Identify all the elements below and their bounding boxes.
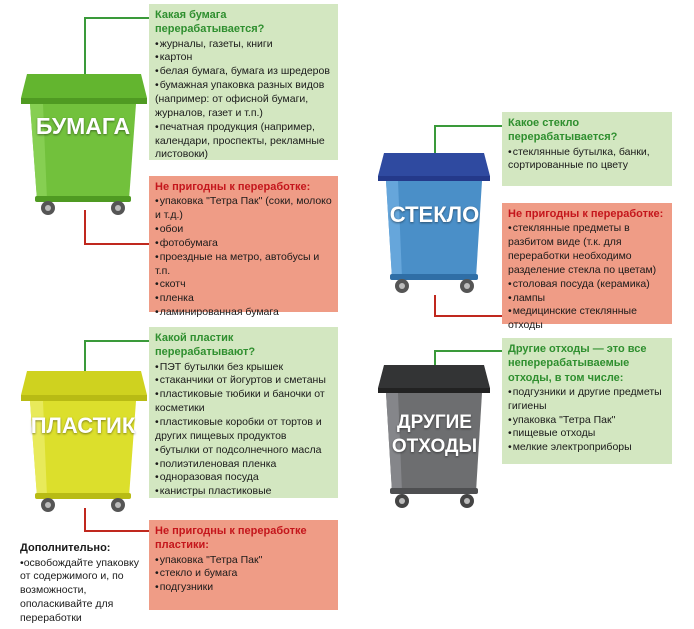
paper-not-recyclable-item: пленка: [155, 292, 332, 306]
glass-not-recyclable-title: Не пригодны к переработке:: [508, 208, 664, 220]
glass-bad-connector-h: [434, 315, 502, 317]
extra-note: Дополнительно: освобождайте упаковку от …: [20, 541, 150, 626]
paper-recyclable-item: бумажная упаковка разных видов (например…: [155, 79, 332, 121]
plastic-bin-label: ПЛАСТИК: [30, 413, 136, 438]
plastic-recyclable-item: ПЭТ бутылки без крышек: [155, 361, 332, 375]
extra-note-text: освобождайте упаковку от содержимого и, …: [20, 557, 150, 626]
paper-bin-icon: [21, 74, 147, 215]
plastic-recyclable-item: канистры пластиковые: [155, 485, 332, 499]
paper-bin: БУМАГА: [13, 68, 153, 218]
plastic-bin: ПЛАСТИК: [13, 365, 153, 515]
plastic-recyclable-item: бутылки от подсолнечного масла: [155, 444, 332, 458]
plastic-not-recyclable-title: Не пригодны к переработке пластики:: [155, 525, 307, 552]
other-waste-item: упаковка "Тетра Пак": [508, 414, 666, 428]
glass-not-recyclable-item: лампы: [508, 292, 666, 306]
other-bin-icon: [378, 365, 490, 508]
other-bin-label-2: ОТХОДЫ: [391, 436, 478, 457]
paper-bad-connector-v: [84, 210, 86, 245]
plastic-not-recyclable-item: стекло и бумага: [155, 567, 332, 581]
plastic-not-recyclable-item: подгузники: [155, 581, 332, 595]
paper-not-recyclable-item: ламинированная бумага: [155, 306, 332, 320]
plastic-recyclable-item: полиэтиленовая пленка: [155, 458, 332, 472]
paper-not-recyclable-item: фотобумага: [155, 237, 332, 251]
glass-bin-icon: [378, 153, 490, 293]
glass-ok-connector-v: [434, 125, 436, 155]
plastic-recyclable-item: стаканчики от йогуртов и сметаны: [155, 374, 332, 388]
paper-recyclable-item: картон: [155, 51, 332, 65]
plastic-recyclable-title: Какой пластик перерабатывают?: [155, 332, 256, 359]
paper-not-recyclable-item: скотч: [155, 278, 332, 292]
plastic-bad-connector-v: [84, 508, 86, 532]
glass-not-recyclable-box: Не пригодны к переработке: стеклянные пр…: [502, 203, 672, 331]
other-waste-item: пищевые отходы: [508, 427, 666, 441]
plastic-bad-connector-h: [84, 530, 149, 532]
glass-recyclable-box: Какое стекло перерабатывается? стеклянны…: [502, 112, 672, 186]
plastic-recyclable-item: одноразовая посуда: [155, 471, 332, 485]
paper-recyclable-item: печатная продукция (например, календари,…: [155, 121, 332, 163]
paper-bad-connector-h: [84, 243, 149, 245]
glass-bad-connector-v: [434, 295, 436, 317]
paper-recyclable-title: Какая бумага перерабатывается?: [155, 9, 265, 36]
plastic-not-recyclable-box: Не пригодны к переработке пластики: упак…: [149, 520, 338, 610]
glass-bin-label: СТЕКЛО: [389, 202, 480, 227]
other-waste-box: Другие отходы — это все неперерабатываем…: [502, 338, 672, 464]
glass-recyclable-title: Какое стекло перерабатывается?: [508, 117, 618, 144]
glass-ok-connector-h: [434, 125, 502, 127]
plastic-recyclable-item: пластиковые тюбики и баночки от косметик…: [155, 388, 332, 416]
other-waste-item: подгузники и другие предметы гигиены: [508, 386, 666, 414]
paper-ok-connector-h: [84, 17, 149, 19]
paper-bin-label: БУМАГА: [35, 113, 131, 139]
plastic-ok-connector-v: [84, 340, 86, 374]
paper-not-recyclable-item: упаковка "Тетра Пак" (соки, молоко и т.д…: [155, 195, 332, 223]
paper-recyclable-box: Какая бумага перерабатывается? журналы, …: [149, 4, 338, 160]
paper-not-recyclable-box: Не пригодны к переработке: упаковка "Тет…: [149, 176, 338, 318]
other-waste-item: мелкие электроприборы: [508, 441, 666, 455]
plastic-recyclable-box: Какой пластик перерабатывают? ПЭТ бутылк…: [149, 327, 338, 498]
paper-not-recyclable-title: Не пригодны к переработке:: [155, 181, 311, 193]
other-connector-h: [434, 350, 502, 352]
glass-recyclable-item: стеклянные бутылка, банки, сортированные…: [508, 146, 666, 174]
extra-note-title: Дополнительно:: [20, 542, 111, 554]
paper-recyclable-item: белая бумага, бумага из шредеров: [155, 65, 332, 79]
glass-not-recyclable-item: медицинские стеклянные отходы: [508, 305, 666, 333]
glass-not-recyclable-item: стеклянные предметы в разбитом виде (т.к…: [508, 222, 666, 277]
other-bin-label-1: ДРУГИЕ: [397, 412, 472, 433]
plastic-recyclable-item: пластиковые коробки от тортов и других п…: [155, 416, 332, 444]
plastic-ok-connector-h: [84, 340, 149, 342]
other-bin: ДРУГИЕ ОТХОДЫ: [372, 360, 497, 512]
glass-not-recyclable-item: столовая посуда (керамика): [508, 278, 666, 292]
paper-ok-connector-v: [84, 17, 86, 77]
other-connector-v: [434, 350, 436, 368]
paper-recyclable-item: журналы, газеты, книги: [155, 38, 332, 52]
paper-not-recyclable-item: проездные на метро, автобусы и т.п.: [155, 251, 332, 279]
plastic-not-recyclable-item: упаковка "Тетра Пак": [155, 554, 332, 568]
glass-bin: СТЕКЛО: [372, 148, 497, 296]
plastic-bin-icon: [21, 371, 147, 512]
other-waste-title: Другие отходы — это все неперерабатываем…: [508, 343, 647, 384]
paper-not-recyclable-item: обои: [155, 223, 332, 237]
